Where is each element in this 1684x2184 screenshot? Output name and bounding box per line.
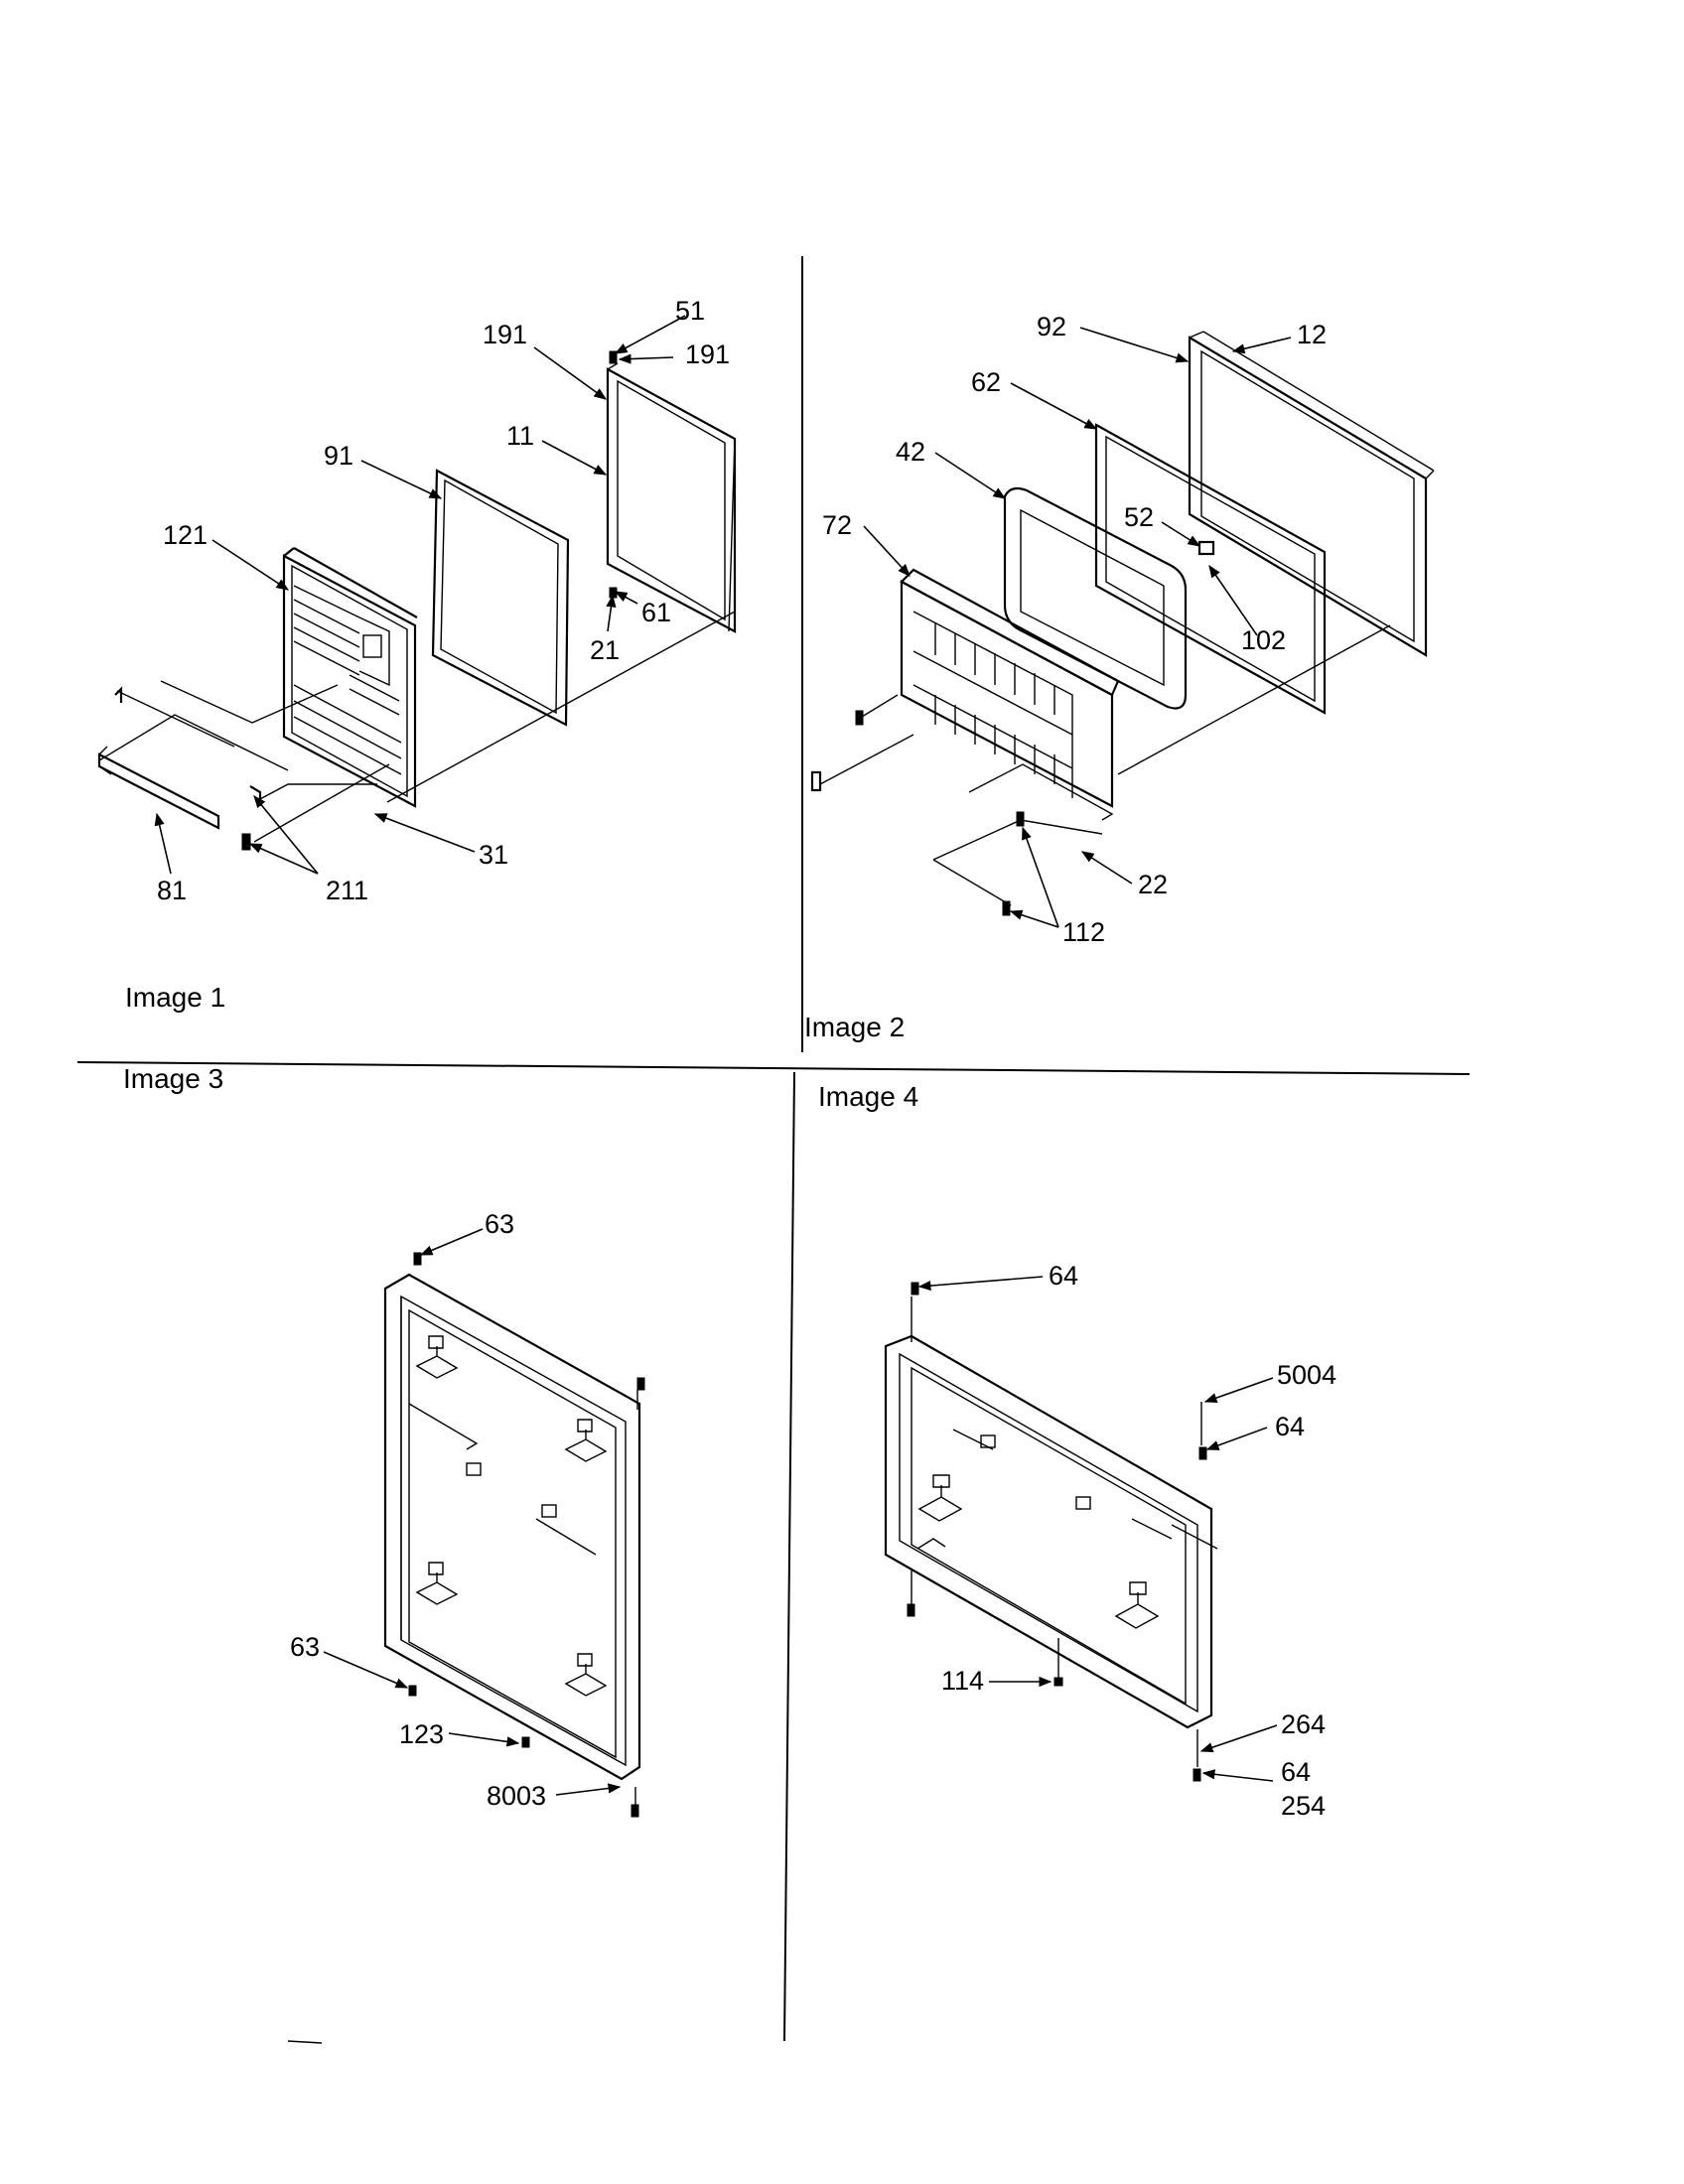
stray-mark [287,2040,323,2044]
image-1: 51 191 191 11 91 121 61 21 31 81 211 Ima… [97,296,737,1013]
part-91-gasket [431,469,570,727]
callout-31: 31 [479,840,508,870]
callout-51: 51 [675,296,705,326]
callout-191-left: 191 [483,320,527,349]
callout-12: 12 [1297,320,1327,349]
callout-63-top: 63 [485,1209,514,1239]
callout-62: 62 [971,367,1001,397]
part-81-trim [97,686,235,830]
callout-114: 114 [941,1666,984,1696]
part-72-door-liner [900,568,1120,808]
callout-61: 61 [641,598,671,627]
callout-92: 92 [1037,312,1066,341]
callout-191-right: 191 [685,340,730,369]
part-12-panel [1188,331,1435,657]
callout-64-mid: 64 [1275,1412,1305,1441]
callout-81: 81 [157,876,187,905]
part-11-panel [606,362,737,633]
callout-211: 211 [326,876,368,905]
image-1-leaders [154,315,686,875]
image-3-leaders [323,1228,622,1796]
callout-22: 22 [1138,870,1168,899]
divider-vertical-bottom [783,1071,795,2042]
part-door-frame-4 [884,1282,1218,1782]
callout-11: 11 [506,421,534,451]
callout-5004: 5004 [1277,1360,1336,1390]
callout-8003: 8003 [487,1781,546,1811]
image-2-leaders [863,327,1292,928]
image-2-title: Image 2 [804,1012,905,1042]
image-3-title: Image 3 [123,1063,223,1094]
callout-64-top: 64 [1049,1261,1078,1291]
callout-63-bottom: 63 [290,1632,320,1662]
callout-102: 102 [1241,625,1286,655]
callout-21: 21 [590,635,620,665]
callout-121: 121 [163,520,208,550]
image-4: Image 4 [818,1081,1336,1821]
image-1-title: Image 1 [125,982,225,1013]
part-62-gasket [1094,423,1327,715]
callout-264: 264 [1281,1709,1326,1739]
part-52-bracket [1197,540,1215,556]
image-4-leaders [917,1276,1278,1782]
part-121-door-liner [282,547,418,808]
part-door-frame-3 [383,1252,645,1818]
callout-42: 42 [896,437,925,467]
image-4-title: Image 4 [818,1081,918,1112]
callout-254: 254 [1281,1791,1326,1821]
callout-91: 91 [324,441,353,471]
callout-123: 123 [399,1719,444,1749]
image-3: Image 3 [123,1063,645,1818]
callout-112: 112 [1062,917,1105,947]
callout-64-bottom: 64 [1281,1757,1311,1787]
callout-72: 72 [822,510,852,540]
divider-horizontal [76,1061,1471,1075]
callout-52: 52 [1124,502,1154,532]
image-2: 92 12 62 42 52 72 102 22 112 Image 2 [804,312,1435,1042]
